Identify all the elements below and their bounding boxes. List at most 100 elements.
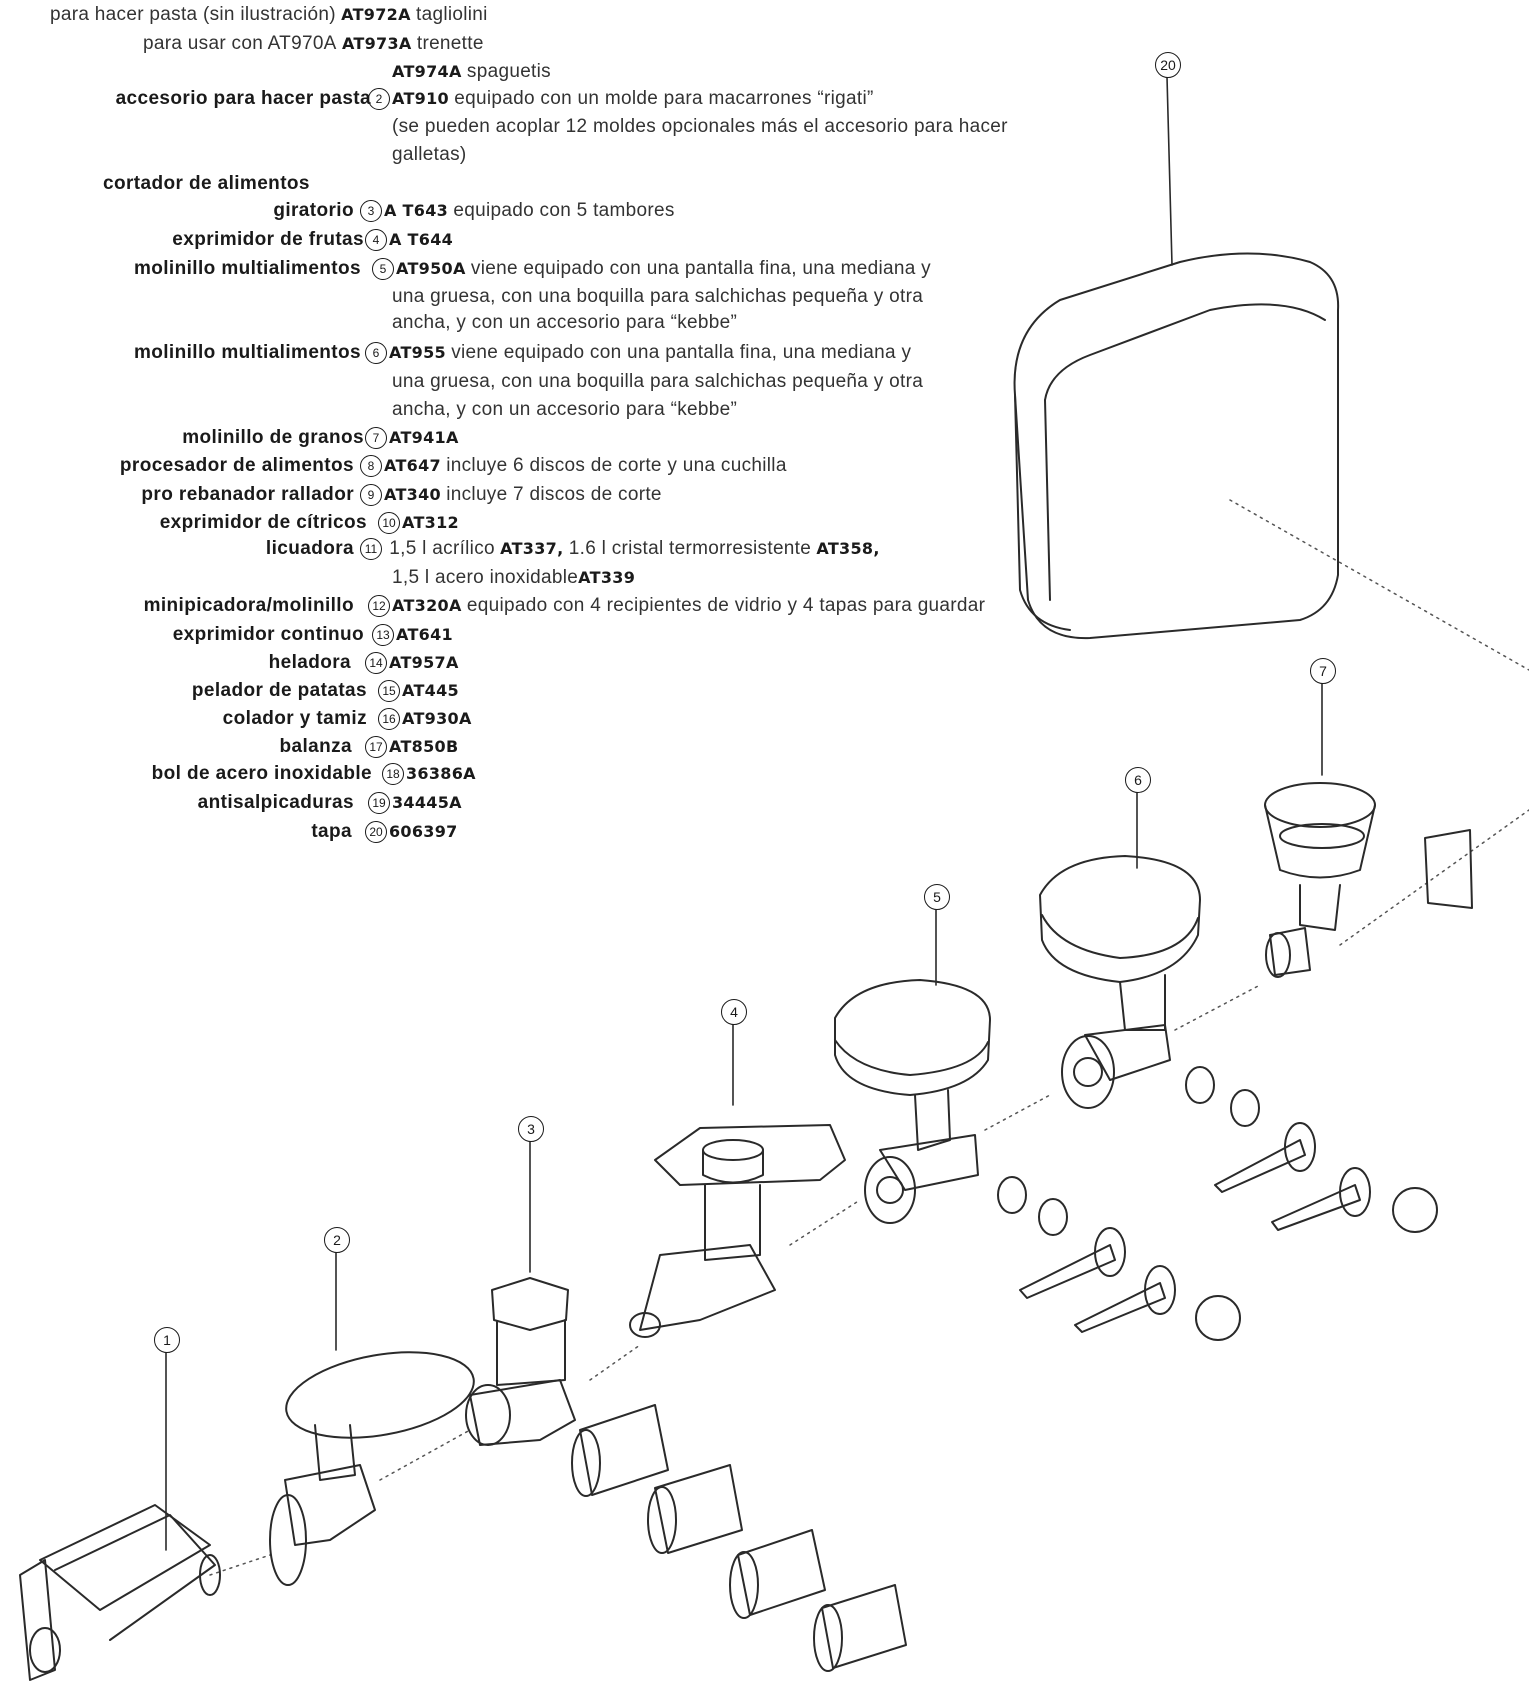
callout-6: 6 [1125,767,1151,793]
legend-label-18: bol de acero inoxidable [151,763,372,784]
item-number: 12 [368,595,390,617]
item-code: A T644 [389,230,454,249]
item-code: AT910 [392,89,449,108]
item-desc: equipado con 4 recipientes de vidrio y 4… [466,595,986,616]
legend-desc-6b: una gruesa, con una boquilla para salchi… [392,371,924,392]
item-code: AT312 [402,513,459,532]
legend-entry-11: 11 1,5 l acrílico AT337, 1.6 l cristal t… [360,537,880,561]
legend-label-17: balanza [279,736,352,757]
cover-illustration [1013,252,1340,640]
legend-label-20: tapa [311,821,352,842]
grain-mill-illustration [1264,782,1473,978]
legend-desc: spaguetis [466,61,551,82]
grinder-6-illustration [1039,855,1201,1109]
legend-label-13: exprimidor continuo [172,624,364,645]
item-number: 6 [365,342,387,364]
item-code: AT955 [389,343,446,362]
legend-pasta-line-2: para usar con AT970A AT973A trenette [143,32,484,56]
item-code-b: AT358, [816,539,880,558]
pasta-roller-illustration [19,1504,221,1681]
legend-desc-6c: ancha, y con un accesorio para “kebbe” [392,399,738,420]
legend-label-4: exprimidor de frutas [172,229,364,250]
legend-code: AT974A [392,62,462,81]
item-number: 11 [360,538,382,560]
legend-code: AT973A [341,34,412,53]
item-number: 10 [378,512,400,534]
item-code: A T643 [384,201,449,220]
callout-7: 7 [1310,658,1336,684]
item-number: 7 [365,427,387,449]
legend-label-11: licuadora [265,538,354,559]
item-desc: incluye 6 discos de corte y una cuchilla [446,455,787,476]
callout-3: 3 [518,1116,544,1142]
legend-label-2: accesorio para hacer pasta [115,88,371,109]
callout-5: 5 [924,884,950,910]
legend-label-12: minipicadora/molinillo [143,595,354,616]
legend-desc-5b: una gruesa, con una boquilla para salchi… [392,286,924,307]
item-desc-b: 1.6 l cristal termorresistente [568,538,812,559]
grinder-accessories-illustration [997,1066,1438,1341]
legend-label-15: pelador de patatas [191,680,367,701]
legend-label-3b: giratorio [273,200,354,221]
legend-label-7: molinillo de granos [182,427,364,448]
legend-pasta-line-1: para hacer pasta (sin ilustración) AT972… [50,3,488,27]
callout-20: 20 [1155,52,1181,78]
item-number: 9 [360,484,382,506]
callout-1: 1 [154,1327,180,1353]
rotor-slicer-illustration [465,1277,576,1446]
legend-label-8: procesador de alimentos [119,455,354,476]
legend-label-3a: cortador de alimentos [103,173,310,194]
legend-label-9: pro rebanador rallador [141,484,354,505]
legend-label-5: molinillo multialimentos [133,258,361,279]
legend-desc: trenette [416,33,484,54]
item-desc: 1,5 l acrílico [389,538,495,559]
item-number: 8 [360,455,382,477]
fruit-press-illustration [629,1124,846,1338]
item-desc: equipado con un molde para macarrones “r… [454,88,874,109]
pasta-maker-illustration [269,1351,475,1586]
legend-code: AT972A [341,5,411,24]
slicer-drums-illustration [571,1404,907,1672]
callout-leaders [165,76,1323,1551]
item-desc: viene equipado con una pantalla fina, un… [470,258,931,279]
item-code: AT340 [384,485,441,504]
item-code: AT337, [500,539,564,558]
item-number: 2 [368,88,390,110]
item-desc: viene equipado con una pantalla fina, un… [451,342,912,363]
legend-label-6: molinillo multialimentos [133,342,361,363]
assembly-axis-lines [209,499,1529,1576]
item-number: 5 [372,258,394,280]
legend-label-14: heladora [268,652,351,673]
item-desc: equipado con 5 tambores [453,200,675,221]
item-code: AT941A [389,428,459,447]
grinder-5-illustration [834,979,991,1224]
legend-label-19: antisalpicaduras [197,792,354,813]
legend-pasta-line-3: AT974A spaguetis [392,60,551,84]
legend-label-10: exprimidor de cítricos [159,512,367,533]
legend-desc-2c: galletas) [392,144,467,165]
callout-4: 4 [721,999,747,1025]
item-number: 3 [360,200,382,222]
callout-2: 2 [324,1227,350,1253]
legend-desc: tagliolini [416,4,488,25]
legend-label: para usar con AT970A [143,33,337,54]
item-number: 4 [365,229,387,251]
item-code: AT950A [396,259,466,278]
item-code: AT647 [384,456,441,475]
